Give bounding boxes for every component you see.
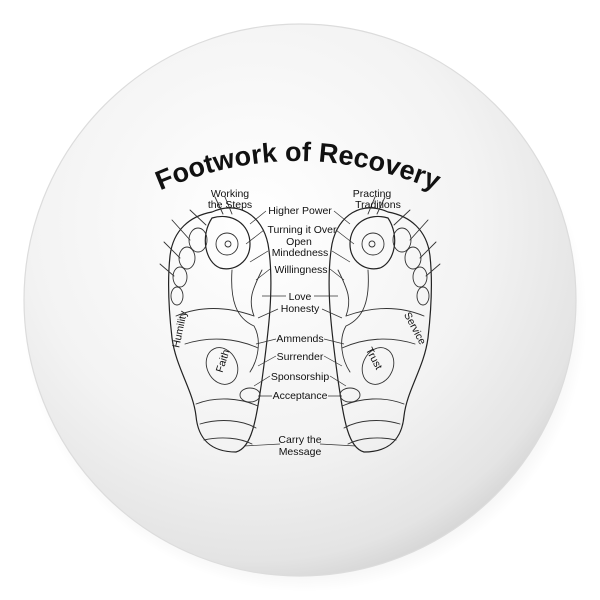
left-ball-line [175,308,255,317]
label-higher-power: Higher Power [268,205,332,217]
pin-button [23,23,577,577]
label-surrender: Surrender [277,351,324,363]
right-big-toe-spiral-inner [368,240,376,248]
left-big-toe-spiral-inner [224,240,232,248]
right-big-toe-spiral-outer [361,232,385,256]
right-instep-line [337,269,350,317]
label-the-steps: the Steps [208,199,252,211]
leader-lines [243,210,357,447]
right-toe-3 [404,246,422,270]
right-arch-line [341,269,369,373]
right-toe-5 [416,286,430,306]
label-ammends: Ammends [276,333,323,345]
right-foot-outline [328,207,433,453]
left-spiral-oval [239,387,261,403]
right-toe-4 [412,266,428,288]
left-heel-line-3 [203,437,253,445]
left-foot-outline [167,207,272,453]
left-foot-illustration [159,196,272,453]
label-honesty: Honesty [281,303,320,315]
left-mid-line [184,338,259,349]
label-open: Open [286,236,312,248]
right-mid-line [341,338,416,349]
left-toe-5 [170,286,184,306]
right-heel-line-3 [347,437,397,445]
label-sponsorship: Sponsorship [271,371,330,383]
left-arch-line [231,269,259,373]
label-working: Working [211,188,249,200]
label-message: Message [279,446,322,458]
label-mindedness: Mindedness [272,247,329,259]
left-heel-line-2 [199,420,257,429]
left-big-toe-spiral-outer [215,232,239,256]
right-trust-oval [361,347,395,385]
left-heel-line-1 [195,398,259,407]
label-traditions: Traditions [355,199,401,211]
label-turning-it-over: Turning it Over [267,224,337,236]
label-acceptance: Acceptance [273,390,328,402]
right-heel-line-2 [343,420,401,429]
right-toe-2 [392,227,412,253]
left-toe-4 [172,266,188,288]
right-toe-fan-lines [367,196,441,277]
right-heel-line-1 [341,398,405,407]
left-instep-line [250,269,263,317]
right-spiral-oval [339,387,361,403]
right-ball-line [345,308,425,317]
label-carry-the: Carry the [278,434,321,446]
left-toe-2 [188,227,208,253]
label-practing: Practing [353,188,392,200]
left-faith-oval [205,347,239,385]
label-willingness: Willingness [274,264,327,276]
left-toe-3 [178,246,196,270]
right-foot-illustration [328,196,441,453]
label-love: Love [289,291,312,303]
left-toe-fan-lines [159,196,233,277]
